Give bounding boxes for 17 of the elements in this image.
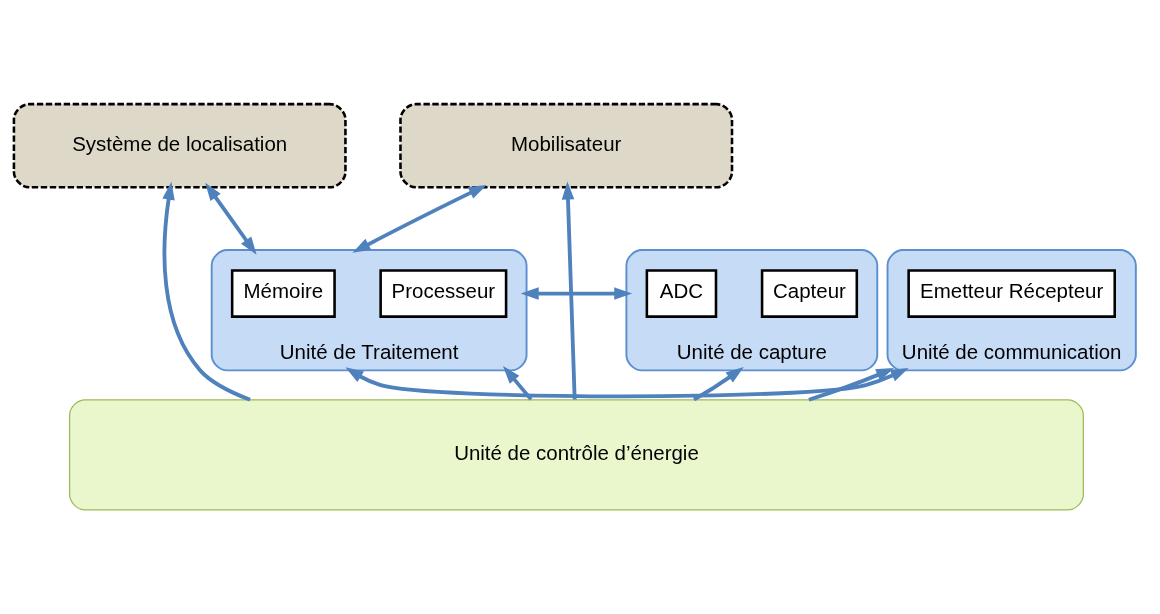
node-box: Processeur <box>379 269 508 318</box>
arrow <box>808 368 895 402</box>
node-box: Emetteur Récepteur <box>907 269 1116 318</box>
arrow <box>693 366 744 402</box>
node-box: Mobilisateur <box>399 102 734 189</box>
node-box: Mémoire <box>230 269 336 318</box>
arrow <box>352 184 487 253</box>
node-box: Système de localisation <box>12 102 347 189</box>
arrow <box>561 181 577 400</box>
node-box: Capteur <box>760 269 859 318</box>
arrow <box>502 365 533 401</box>
arrow <box>162 181 251 402</box>
arrow <box>205 182 257 255</box>
node-box: Unité de contrôle d’énergie <box>68 399 1084 511</box>
arrow <box>520 287 633 300</box>
arrow <box>345 367 909 399</box>
node-box: ADC <box>645 269 718 318</box>
